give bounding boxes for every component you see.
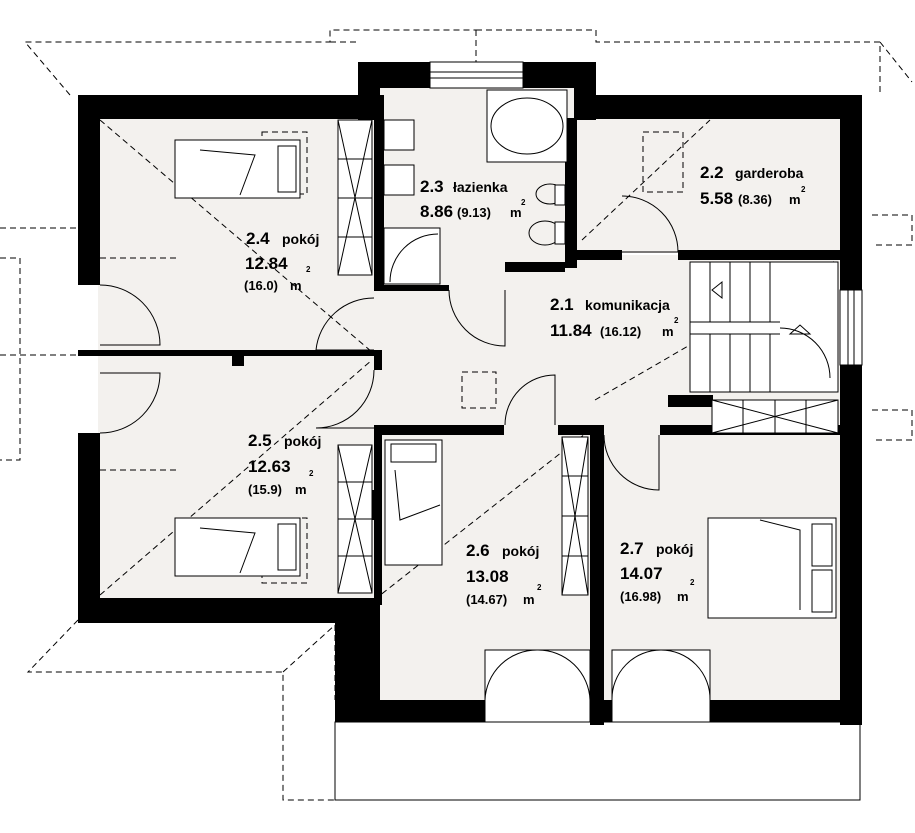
room-gross-area: (8.36) [738,192,772,207]
room-gross-area: (16.98) [620,589,661,604]
room-number: 2.7 [620,539,644,558]
room-name: pokój [282,231,319,247]
room-name: garderoba [735,165,804,181]
room-number: 2.6 [466,541,490,560]
room-number: 2.5 [248,431,272,450]
room-number: 2.4 [246,229,270,248]
room-label-2-7: 2.7 pokój 14.07 2 (16.98) m [620,539,695,604]
room-name: pokój [656,541,693,557]
room-area-sup: 2 [674,316,679,325]
room-area: 12.63 [248,457,291,476]
room-number: 2.3 [420,177,444,196]
room-gross-area: (9.13) [457,205,491,220]
room-gross-area: (16.12) [600,324,641,339]
room-unit: m [523,592,535,607]
room-gross-area: (15.9) [248,482,282,497]
room-area-sup: 2 [306,265,311,274]
room-unit: m [295,482,307,497]
room-gross-area: (14.67) [466,592,507,607]
room-number: 2.2 [700,163,724,182]
room-unit: m [662,324,674,339]
room-unit: m [510,205,522,220]
room-number: 2.1 [550,295,574,314]
room-area: 14.07 [620,564,663,583]
room-unit: m [290,278,302,293]
room-area-sup: 2 [801,185,806,194]
room-area: 12.84 [245,254,288,273]
room-name: łazienka [453,179,508,195]
room-name: pokój [502,543,539,559]
wardrobes [337,119,839,596]
room-area-sup: 2 [309,469,314,478]
room-area: 13.08 [466,567,509,586]
room-unit: m [677,589,689,604]
room-label-2-5: 2.5 pokój 12.63 2 (15.9) m [248,431,321,497]
door-swings [99,195,711,701]
room-label-2-2: 2.2 garderoba 5.58 (8.36) m 2 [700,163,806,208]
staircase [689,261,839,393]
room-label-2-4: 2.4 pokój 12.84 2 (16.0) m [244,229,319,293]
room-area-sup: 2 [537,583,542,592]
bathroom-fixtures [383,89,568,285]
room-label-2-6: 2.6 pokój 13.08 2 (14.67) m [466,541,542,607]
room-area-sup: 2 [521,198,526,207]
room-name: pokój [284,433,321,449]
room-area-sup: 2 [690,578,695,587]
room-area: 8.86 [420,202,453,221]
room-label-2-3: 2.3 łazienka 8.86 (9.13) m 2 [420,177,526,221]
room-area: 5.58 [700,189,733,208]
room-label-2-1: 2.1 komunikacja 11.84 (16.12) m 2 [550,295,679,340]
room-name: komunikacja [585,297,670,313]
beds [174,139,837,619]
room-gross-area: (16.0) [244,278,278,293]
room-unit: m [789,192,801,207]
room-area: 11.84 [550,321,592,340]
